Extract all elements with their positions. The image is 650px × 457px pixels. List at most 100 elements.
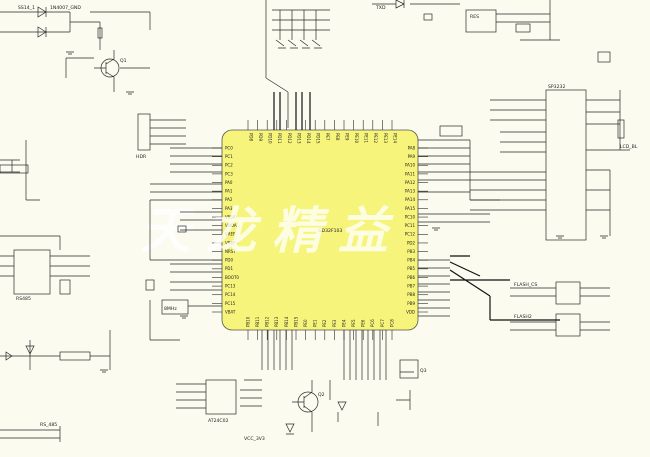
crystal-label: 8MHz: [164, 306, 177, 312]
left-ic-label: RS485: [16, 296, 31, 302]
mcu-pin-label: PA0: [225, 180, 233, 185]
mcu-pin-label: PE3: [332, 319, 337, 327]
mcu-pin-label: PD0: [225, 258, 233, 263]
mcu-pin-label: PB7: [407, 284, 415, 289]
mcu-pin-label: PA1: [225, 189, 233, 194]
q3-label: Q3: [420, 368, 427, 374]
mcu-pin-label: PD11: [277, 133, 282, 144]
mcu-pin-label: PB14: [284, 316, 289, 327]
mcu-pin-label: PD2: [407, 240, 415, 245]
mcu-pin-label: PB8: [407, 292, 415, 297]
mcu-pin-label: PE1: [313, 319, 318, 327]
mcu-pin-label: PA2: [225, 197, 233, 202]
mcu-pin-label: VDDA: [225, 223, 237, 228]
mcu-pin-label: PD9: [258, 133, 263, 141]
mcu-pin-label: PD14: [306, 133, 311, 144]
top-right-chip-label: RES: [470, 14, 479, 20]
mcu-pin-label: PA3: [225, 206, 233, 211]
mcu-pin-label: PC3: [225, 171, 233, 176]
mcu-pin-label: PC12: [405, 232, 416, 237]
diode-net: 1N4007_GND: [50, 5, 81, 11]
mcu-pin-label: PA11: [405, 171, 415, 176]
mcu-pin-label: PD15: [316, 133, 321, 144]
header-label: HDR: [136, 154, 147, 160]
mcu-pin-label: PC10: [405, 214, 416, 219]
mcu-pin-label: PC6: [370, 319, 375, 327]
mcu-pin-label: PD12: [287, 133, 292, 144]
mcu-pin-label: VBAT: [225, 309, 236, 314]
mcu-pin-label: PE12: [373, 133, 378, 143]
mcu-pin-label: PA14: [405, 197, 415, 202]
bottom-fanout: [240, 330, 387, 407]
mcu-pins-right: PA8PA9PA10PA11PA12PA13PA14PA15PC10PC11PC…: [405, 145, 428, 314]
left-ic-rs485: RS485: [0, 235, 90, 302]
mcu-pin-label: PB6: [407, 275, 415, 280]
lcd-label: LCD_BL: [620, 144, 638, 150]
switch-bank: [265, 0, 330, 130]
mcu-pin-label: PB4: [407, 258, 415, 263]
mcu-pin-label: VSSA: [225, 214, 236, 219]
mcu-pin-label: PA8: [408, 145, 416, 150]
mcu-pin-label: PD13: [296, 133, 301, 144]
diode-label: SS14_1: [18, 5, 35, 11]
mcu-pin-label: PE13: [383, 133, 388, 143]
mcu-pin-label: PC11: [405, 223, 416, 228]
mcu-pin-label: PC13: [225, 284, 236, 289]
mcu-pin-label: PE14: [392, 133, 397, 143]
mcu-pin-label: PC0: [225, 145, 233, 150]
mcu-pin-label: PA10: [405, 163, 415, 168]
right-fanout: [418, 125, 560, 321]
left-diode: [0, 330, 111, 370]
mcu-pin-label: PE6: [361, 319, 366, 327]
right-ic-label: SP3232: [548, 84, 565, 90]
mcu-pin-label: PB3: [407, 249, 415, 254]
q2-label: Q2: [318, 392, 325, 398]
mcu-pin-label: PE10: [354, 133, 359, 143]
flash-ics: FLASH_CS FLASH2: [510, 281, 610, 337]
left-fanout: 8MHz: [145, 147, 222, 341]
bottom-ic-label: AT24C02: [208, 418, 229, 424]
transistor-q1: Q1: [65, 50, 150, 95]
mcu-pin-label: PA9: [408, 154, 416, 159]
flash-2-label: FLASH2: [514, 314, 532, 320]
bottom-left-net: RS_485: [40, 422, 57, 428]
mcu-pin-label: PC8: [389, 319, 394, 327]
mcu-pin-label: PA13: [405, 189, 415, 194]
mcu-pins-left: PC0PC1PC2PC3PA0PA1PA2PA3VSSAVDDAVREF-VRE…: [212, 145, 239, 314]
right-ic: SP3232 LCD_BL: [470, 51, 638, 241]
mcu-pin-label: VREF+: [225, 240, 239, 245]
mcu-pin-label: PC2: [225, 163, 233, 168]
top-net-label: TXD: [375, 5, 386, 11]
mcu-pin-label: PB13: [274, 316, 279, 327]
power-diodes: SS14_1 1N4007_GND: [0, 5, 151, 50]
top-right-ic: TXD RES: [372, 0, 560, 41]
q1-label: Q1: [120, 58, 127, 64]
mcu-pin-label: PE9: [344, 133, 349, 141]
mcu-pin-label: PC15: [225, 301, 236, 306]
left-caps: [0, 140, 40, 201]
mcu-pin-label: PE2: [322, 319, 327, 327]
mcu-pin-label: BOOT0: [225, 275, 239, 280]
mcu-pin-label: PB5: [407, 266, 415, 271]
ground-symbols: [66, 51, 608, 373]
mcu-pin-label: PE7: [325, 133, 330, 141]
bottom-ic-eeprom: AT24C02: [176, 379, 237, 424]
mcu-pin-label: PA12: [405, 180, 415, 185]
mcu-pin-label: NRST: [225, 249, 236, 254]
mcu-pin-label: PB12: [265, 316, 270, 327]
watermark: 天龙精益: [140, 202, 404, 260]
bottom-transistors: Q2 VCC_3V3 Q3: [244, 359, 427, 442]
mcu-pin-label: PE4: [341, 319, 346, 327]
flash-1-label: FLASH_CS: [514, 282, 537, 288]
mcu-pin-label: PB10: [245, 316, 250, 327]
mcu-pin-label: PB15: [293, 316, 298, 327]
mcu-pin-label: PB11: [255, 316, 260, 327]
header-connector: HDR: [136, 113, 186, 160]
mcu-pin-label: PC7: [380, 319, 385, 327]
mcu-pin-label: PB9: [407, 301, 415, 306]
mcu-pin-label: PE5: [351, 319, 356, 327]
mcu-pin-label: VREF-: [225, 232, 237, 237]
